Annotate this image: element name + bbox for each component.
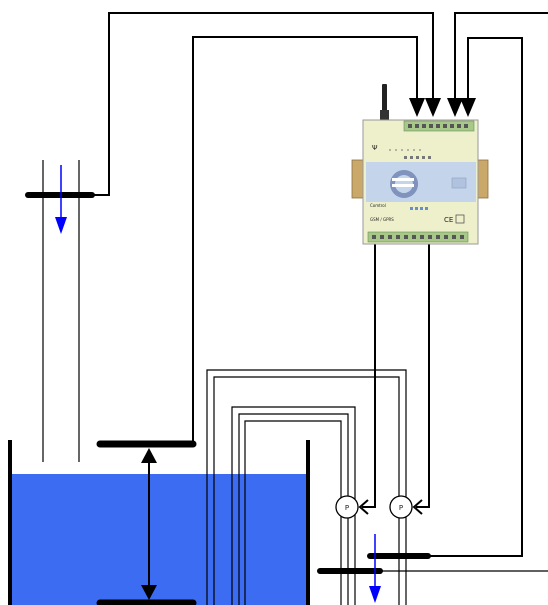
device-brand-label: Comtrol <box>370 203 386 208</box>
arrow-down-icon <box>425 98 441 117</box>
wire-gauge-2 <box>416 244 430 508</box>
pressure-gauge-2-label: P <box>399 504 403 512</box>
wire-gauge-1 <box>362 244 376 508</box>
gsm-device: Ψ Comtrol GSM / GPRS CE <box>351 84 489 245</box>
wire-outflow-sensor-a <box>428 37 523 557</box>
water-fill <box>10 474 308 605</box>
wire-gauge-2-arrowhead <box>412 499 423 515</box>
gsm-module-icon <box>390 170 419 198</box>
level-sensor <box>96 440 197 605</box>
wire-gauge-1-arrowhead <box>358 499 369 515</box>
wire-level-sensor <box>192 36 418 444</box>
outlet-pipe-loops <box>206 369 407 605</box>
wire-inflow-sensor <box>92 12 434 196</box>
device-rail-left <box>351 159 365 199</box>
pressure-gauge-1: P <box>335 495 359 519</box>
input-arrowheads <box>409 98 476 117</box>
pressure-gauge-1-label: P <box>345 504 349 512</box>
water-tank <box>8 440 310 605</box>
arrow-down-icon <box>447 98 463 117</box>
arrow-down-icon <box>409 98 425 117</box>
device-ce-mark: CE <box>444 216 453 224</box>
pressure-gauge-2: P <box>389 495 413 519</box>
arrow-down-icon <box>460 98 476 117</box>
wire-outflow-sensor-b <box>454 12 548 98</box>
outflow-sensor <box>317 534 548 603</box>
inflow-pipe <box>25 160 95 462</box>
device-model-label: GSM / GPRS <box>370 217 394 222</box>
bottom-terminal-strip <box>367 231 469 243</box>
device-top-label: Ψ <box>372 144 378 152</box>
